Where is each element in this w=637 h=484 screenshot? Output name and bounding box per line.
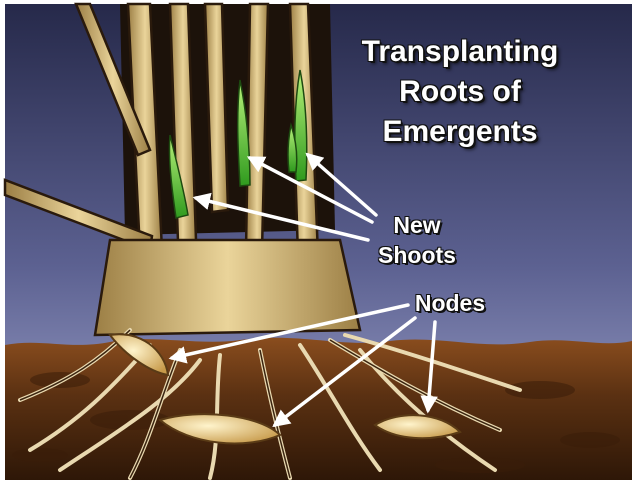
diagram-title: Transplanting Roots of Emergents [330,32,590,152]
diagram-title-line-3: Emergents [330,112,590,152]
nodes-label: Nodes [405,288,495,318]
new-shoots-label: New Shoots [372,210,462,270]
nodes-label-text: Nodes [405,288,495,318]
new-shoots-label-line-1: New [372,210,462,240]
new-shoots-label-line-2: Shoots [372,240,462,270]
diagram-title-line-2: Roots of [330,72,590,112]
diagram-title-line-1: Transplanting [330,32,590,72]
